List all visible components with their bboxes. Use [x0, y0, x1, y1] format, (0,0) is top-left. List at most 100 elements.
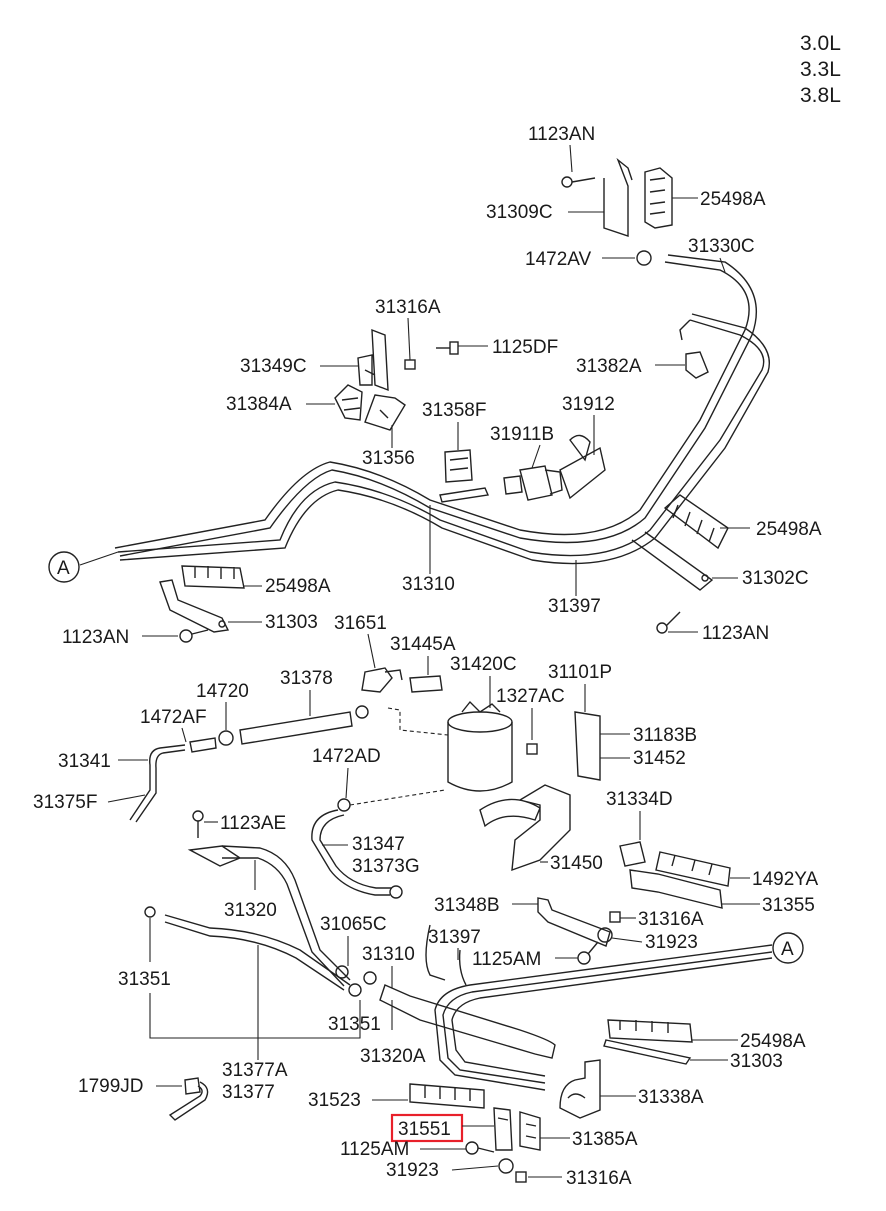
clip-25498a-mid-icon — [663, 494, 729, 550]
engine-variant-38: 3.8L — [800, 84, 841, 107]
hose-31347-icon — [311, 809, 392, 896]
bracket-31303-bot-icon — [603, 1039, 692, 1065]
bracket-31302c-icon — [631, 531, 714, 591]
label-31523: 31523 — [308, 1090, 361, 1111]
label-31923-mid: 31923 — [645, 932, 698, 953]
label-31303-left: 31303 — [265, 612, 318, 633]
bolt-1123an-left-icon — [179, 629, 209, 643]
label-25498a-bot: 25498A — [740, 1031, 806, 1052]
label-31310-top: 31310 — [402, 574, 455, 595]
bolt-icon — [561, 176, 596, 188]
label-31310-bot: 31310 — [362, 944, 415, 965]
bracket-31349c-icon — [357, 328, 389, 392]
label-1123ae: 1123AE — [220, 813, 286, 834]
label-31358f: 31358F — [422, 400, 486, 421]
bracket-31348b-group: 31348B 31316A 31923 1125AM — [434, 895, 704, 970]
pipe-31377-icon — [164, 914, 351, 991]
label-31912: 31912 — [562, 394, 615, 415]
pipe-31320-group: 1123AE 31320 — [187, 810, 351, 987]
bracket-31348b-icon — [537, 897, 611, 947]
upper-line-labels: 31310 31397 — [402, 505, 601, 617]
label-31420c: 31420C — [450, 654, 517, 675]
label-1472af: 1472AF — [140, 707, 207, 728]
label-31384a: 31384A — [226, 394, 292, 415]
label-31450: 31450 — [550, 853, 603, 874]
top-bracket-group: 1123AN 31309C 25498A — [486, 124, 766, 237]
strap-31101p-icon — [574, 711, 601, 781]
label-1472ad: 1472AD — [312, 746, 381, 767]
bracket-31338a-icon — [559, 1059, 601, 1119]
pipe-31341-icon — [129, 744, 186, 823]
bracket-31450-icon — [479, 784, 571, 872]
grommet-31923-mid-icon — [597, 927, 613, 943]
label-31452: 31452 — [633, 748, 686, 769]
clip-31384a-icon — [334, 384, 363, 421]
clamp-1472av-icon — [636, 250, 652, 266]
hose-31378-icon — [239, 711, 353, 745]
fitting-31651-icon — [361, 667, 403, 693]
label-31334d: 31334D — [606, 789, 673, 810]
label-31351-bot: 31351 — [328, 1014, 381, 1035]
label-31309c: 31309C — [486, 202, 553, 223]
pipe-31377-group: 31351 31351 31377A 31377 31320A — [118, 906, 426, 1103]
grommet-31923-bot-icon — [498, 1158, 514, 1174]
bracket-31355-icon — [629, 869, 723, 909]
bracket-31349c-group: 31316A 31349C 1125DF 31382A 31384A 31356 — [226, 297, 709, 469]
clip-31334d-icon — [619, 841, 646, 867]
bolt-1125am-mid-icon — [577, 941, 599, 965]
label-31378: 31378 — [280, 668, 333, 689]
label-31349c: 31349C — [240, 356, 307, 377]
engine-variant-33: 3.3L — [800, 58, 841, 81]
bracket-31912-icon — [559, 434, 606, 500]
clip-25498a-top-icon — [644, 167, 673, 229]
label-31377a: 31377A — [222, 1060, 288, 1081]
nut-31316a-icon — [404, 359, 416, 370]
clip-31382a-icon — [685, 351, 709, 379]
bracket-31309c-icon — [603, 157, 633, 237]
label-1125am-mid: 1125AM — [472, 949, 541, 970]
bracket-31551-icon — [493, 1107, 513, 1151]
clip-25498a-mid-group: 25498A 31302C — [631, 494, 822, 591]
label-31397-bot: 31397 — [428, 927, 481, 948]
label-1327ac: 1327AC — [496, 686, 565, 707]
upper-fuel-lines — [79, 254, 770, 566]
label-31347: 31347 — [352, 834, 405, 855]
highlight-box-31551 — [390, 1113, 464, 1143]
hose-31445a-icon — [409, 675, 443, 693]
bracket-31356-icon — [364, 394, 406, 431]
label-1123an-right: 1123AN — [702, 623, 769, 644]
connector-callout-a-lower: A — [772, 932, 804, 964]
label-1125am-bot: 1125AM — [340, 1139, 409, 1160]
label-1492ya: 1492YA — [752, 869, 819, 890]
label-31551[interactable]: 31551 — [398, 1119, 451, 1140]
left-bracket-group: 25498A 31303 1123AN — [62, 565, 331, 648]
label-31373g: 31373G — [352, 856, 420, 877]
clip-31351-icon — [144, 906, 156, 918]
clamp-1472ad-icon — [337, 798, 351, 812]
callout-a-text: A — [57, 558, 70, 579]
label-31316a-mid: 31316A — [638, 909, 704, 930]
label-25498a-top: 25498A — [700, 189, 766, 210]
label-31065c: 31065C — [320, 914, 387, 935]
label-31183b: 31183B — [633, 725, 697, 746]
valve-31911b-icon — [503, 465, 563, 501]
bracket-31338a-group: 31338A — [559, 1059, 704, 1119]
label-31101p: 31101P — [548, 662, 612, 683]
valve-31911b-group: 31358F 31912 31911B — [422, 394, 615, 503]
canister-group: 31651 31445A 31420C 31101P 1327AC 31183B… — [334, 613, 697, 874]
label-25498a-mid: 25498A — [756, 519, 822, 540]
label-31911b: 31911B — [490, 424, 554, 445]
clamp-14720-icon — [218, 730, 234, 746]
bolt-1123an-right-group: 1123AN — [656, 611, 769, 644]
label-31351-left: 31351 — [118, 969, 171, 990]
label-25498a-left: 25498A — [265, 576, 331, 597]
label-1125df: 1125DF — [492, 337, 558, 358]
label-31651: 31651 — [334, 613, 387, 634]
label-31316a-bot: 31316A — [566, 1168, 632, 1189]
connector-callout-a-upper: A — [48, 551, 80, 583]
label-31923-bot: 31923 — [386, 1160, 439, 1181]
bolt-1123an-right-icon — [656, 611, 681, 634]
pipe-31320-icon — [187, 845, 351, 987]
label-31355: 31355 — [762, 895, 815, 916]
bottom-fastener-group: 31523 31551 31385A 1125AM 31923 31316A — [308, 1083, 638, 1189]
